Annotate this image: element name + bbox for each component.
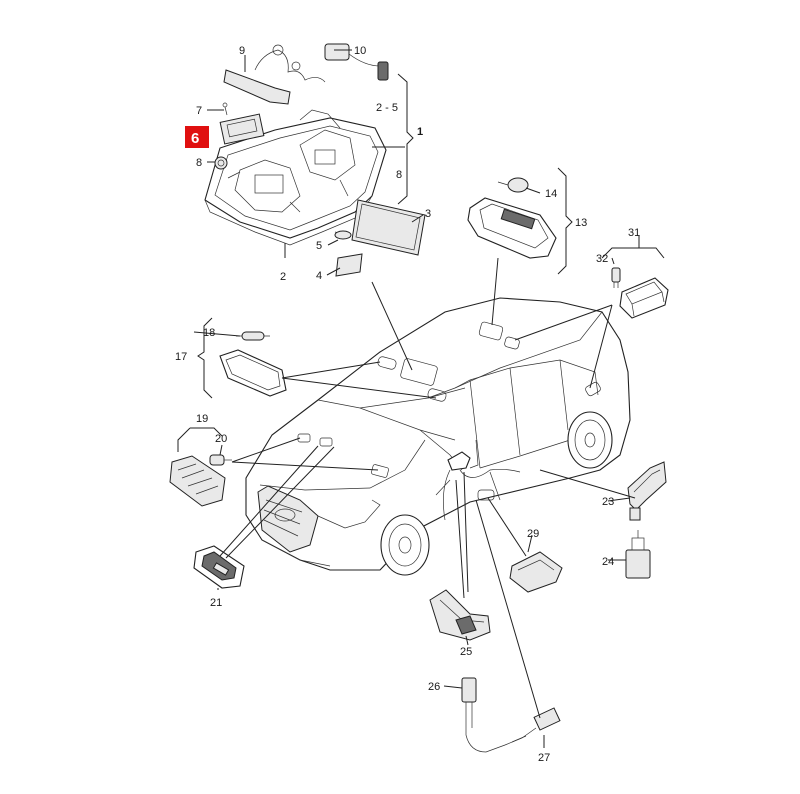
label-27: 27 (538, 752, 550, 764)
label-19: 19 (196, 413, 208, 425)
label-3: 3 (425, 208, 431, 220)
label-21: 21 (210, 597, 222, 609)
label-13: 13 (575, 217, 587, 229)
label-2-5: 2 - 5 (376, 102, 398, 114)
leader-lines (177, 49, 665, 748)
part-27 (504, 707, 561, 746)
label-2: 2 (280, 271, 286, 283)
label-8b: 8 (396, 169, 402, 181)
label-8a: 8 (196, 157, 202, 169)
part-25 (429, 589, 491, 641)
vanity-light-31 (611, 267, 669, 319)
label-20: 20 (215, 433, 227, 445)
car-body (245, 297, 631, 576)
interior-light-17 (219, 331, 287, 397)
label-5: 5 (316, 240, 322, 252)
label-32: 32 (596, 253, 608, 265)
part-labels: 9 10 7 6 8 2 - 5 1 8 3 5 4 2 14 13 31 32… (175, 45, 640, 764)
label-17: 17 (175, 351, 187, 363)
label-23: 23 (602, 496, 614, 508)
roof-console-assembly (204, 43, 426, 277)
part-26 (461, 677, 506, 753)
parts-23-24 (625, 461, 667, 579)
label-26: 26 (428, 681, 440, 693)
label-9: 9 (239, 45, 245, 57)
part-29 (509, 551, 563, 593)
reading-light-13 (467, 177, 557, 259)
label-10: 10 (354, 45, 366, 57)
footwell-light-19 (169, 454, 232, 507)
part-21 (193, 545, 245, 589)
highlight-box-part-6 (185, 126, 209, 148)
label-25: 25 (460, 646, 472, 658)
label-29: 29 (527, 528, 539, 540)
label-14: 14 (545, 188, 557, 200)
label-24: 24 (602, 556, 614, 568)
label-31: 31 (628, 227, 640, 239)
label-4: 4 (316, 270, 322, 282)
label-1: 1 (417, 126, 423, 138)
label-7: 7 (196, 105, 202, 117)
label-6: 6 (191, 130, 199, 147)
label-18: 18 (203, 327, 215, 339)
